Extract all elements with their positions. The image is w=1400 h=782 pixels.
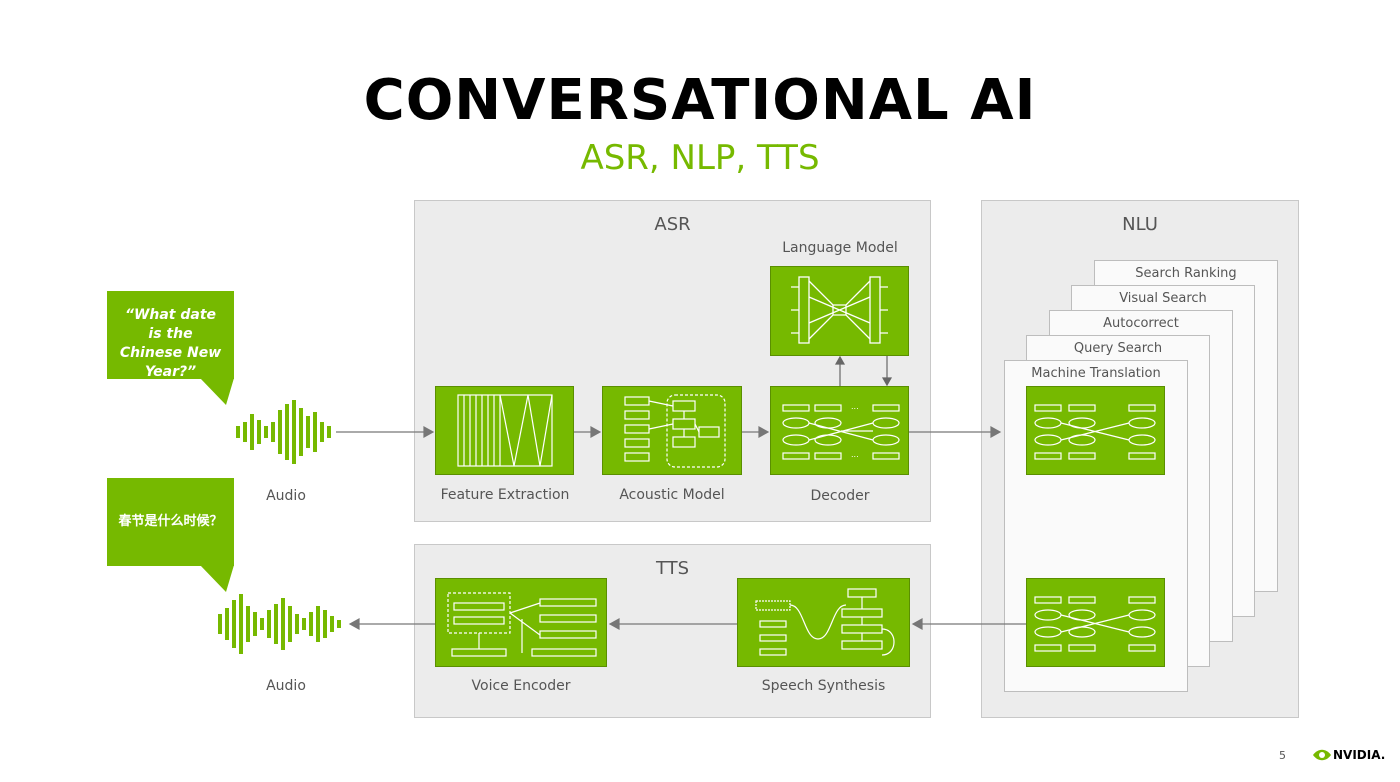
nvidia-eye-logo-icon bbox=[1313, 749, 1331, 761]
lm-decoder-arrows bbox=[834, 355, 893, 387]
nlu-card-label: Visual Search bbox=[1119, 291, 1207, 306]
nlu-encoder-box bbox=[1026, 386, 1165, 475]
language-model-graphic bbox=[791, 276, 888, 344]
output-speech-bubble: 春节是什么时候？ bbox=[107, 478, 234, 566]
nlu-label: NLU bbox=[1122, 214, 1158, 235]
voice-encoder-label: Voice Encoder bbox=[471, 678, 571, 694]
nlu-card-label: Query Search bbox=[1073, 341, 1163, 356]
svg-text:...: ... bbox=[851, 450, 859, 459]
output-audio-waveform-icon bbox=[218, 594, 341, 654]
page-subtitle: ASR, NLP, TTS bbox=[580, 138, 820, 178]
output-bubble-text: 春节是什么时候？ bbox=[118, 514, 223, 529]
input-audio-label: Audio bbox=[266, 488, 306, 504]
speech-synthesis-label: Speech Synthesis bbox=[761, 678, 886, 694]
feature-extraction-box bbox=[435, 386, 574, 475]
decoder-box: ... ... bbox=[770, 386, 909, 475]
tts-label: TTS bbox=[655, 558, 690, 579]
nlu-card-label: Machine Translation bbox=[1031, 366, 1161, 381]
svg-text:...: ... bbox=[851, 402, 859, 411]
output-bubble-tail bbox=[200, 565, 234, 592]
acoustic-model-label: Acoustic Model bbox=[619, 487, 725, 503]
nlu-card-label: Search Ranking bbox=[1135, 266, 1237, 281]
language-model-box bbox=[770, 266, 909, 356]
nvidia-logo-text: NVIDIA. bbox=[1333, 748, 1386, 762]
decoder-graphic: ... ... bbox=[782, 402, 900, 460]
voice-encoder-box bbox=[435, 578, 607, 667]
feature-extraction-graphic bbox=[457, 394, 553, 467]
input-bubble-tail bbox=[200, 378, 234, 405]
speech-synthesis-box bbox=[737, 578, 910, 667]
acoustic-model-graphic bbox=[624, 394, 726, 468]
feature-extraction-label: Feature Extraction bbox=[440, 487, 570, 503]
nlu-encoder-graphic bbox=[1034, 404, 1156, 460]
acoustic-model-box bbox=[602, 386, 742, 475]
nlu-decoder-graphic bbox=[1034, 596, 1156, 652]
nlu-card-label: Autocorrect bbox=[1103, 316, 1179, 331]
decoder-label: Decoder bbox=[810, 488, 870, 504]
speech-synthesis-graphic bbox=[755, 588, 895, 656]
input-audio-waveform-icon bbox=[236, 400, 331, 464]
output-audio-label: Audio bbox=[266, 678, 306, 694]
asr-label: ASR bbox=[654, 214, 691, 235]
language-model-label: Language Model bbox=[782, 240, 898, 256]
nlu-decoder-box bbox=[1026, 578, 1165, 667]
input-bubble-text: “What date is the Chinese New Year?” bbox=[119, 307, 222, 380]
input-speech-bubble: “What date is the Chinese New Year?” bbox=[107, 291, 234, 380]
voice-encoder-graphic bbox=[447, 592, 597, 657]
page-number: 5 bbox=[1279, 749, 1286, 762]
page-title: CONVERSATIONAL AI bbox=[363, 68, 1037, 133]
